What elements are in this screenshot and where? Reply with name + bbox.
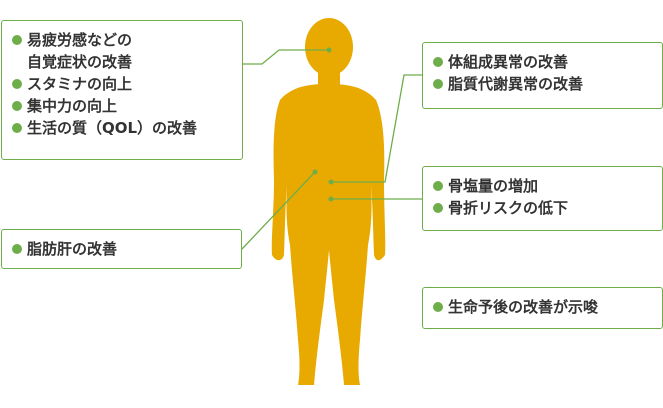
bullet-icon bbox=[12, 244, 22, 254]
bullet-icon bbox=[12, 35, 22, 45]
list-item: 易疲労感などの 自覚症状の改善 bbox=[12, 29, 232, 73]
box-fatigue-improvements: 易疲労感などの 自覚症状の改善 スタミナの向上 集中力の向上 生活の質（QOL）… bbox=[1, 20, 243, 160]
bullet-icon bbox=[433, 57, 443, 67]
bullet-icon bbox=[433, 302, 443, 312]
item-label: 生活の質（QOL）の改善 bbox=[27, 119, 198, 137]
list-item: 体組成異常の改善 bbox=[433, 51, 652, 73]
list-item: 骨塩量の増加 bbox=[433, 175, 652, 197]
item-label: 生命予後の改善が示唆 bbox=[448, 298, 599, 316]
item-label: 脂質代謝異常の改善 bbox=[448, 75, 584, 93]
list-item: 集中力の向上 bbox=[12, 95, 232, 117]
list-item: 骨折リスクの低下 bbox=[433, 197, 652, 219]
item-label: 骨折リスクの低下 bbox=[448, 199, 569, 217]
item-label: 脂肪肝の改善 bbox=[27, 240, 118, 258]
item-label: 骨塩量の増加 bbox=[448, 177, 539, 195]
human-silhouette bbox=[271, 18, 386, 385]
dot-bone bbox=[328, 196, 334, 202]
list-item: 生命予後の改善が示唆 bbox=[433, 296, 652, 318]
connector-lines bbox=[241, 49, 422, 250]
bullet-icon bbox=[433, 79, 443, 89]
box-metabolic-improvements: 体組成異常の改善 脂質代謝異常の改善 bbox=[422, 42, 663, 109]
box-bone-improvements: 骨塩量の増加 骨折リスクの低下 bbox=[422, 166, 663, 231]
box-liver-improvement: 脂肪肝の改善 bbox=[1, 229, 242, 269]
item-label: スタミナの向上 bbox=[27, 75, 133, 93]
box-prognosis-improvement: 生命予後の改善が示唆 bbox=[422, 287, 663, 329]
dot-metabolic bbox=[328, 179, 334, 185]
bullet-icon bbox=[12, 123, 22, 133]
connector-liver bbox=[241, 171, 316, 250]
bullet-icon bbox=[12, 101, 22, 111]
connector-head bbox=[243, 49, 329, 65]
list-item: スタミナの向上 bbox=[12, 73, 232, 95]
item-label: 易疲労感などの 自覚症状の改善 bbox=[27, 31, 133, 71]
list-item: 生活の質（QOL）の改善 bbox=[12, 117, 232, 139]
list-item: 脂肪肝の改善 bbox=[12, 238, 231, 260]
dot-head bbox=[326, 47, 332, 53]
item-label: 集中力の向上 bbox=[27, 97, 118, 115]
bullet-icon bbox=[433, 181, 443, 191]
list-item: 脂質代謝異常の改善 bbox=[433, 73, 652, 95]
connector-dots bbox=[312, 47, 334, 202]
dot-liver bbox=[312, 169, 318, 175]
item-label: 体組成異常の改善 bbox=[448, 53, 569, 71]
bullet-icon bbox=[12, 79, 22, 89]
connector-metabolic bbox=[331, 74, 422, 183]
bullet-icon bbox=[433, 203, 443, 213]
